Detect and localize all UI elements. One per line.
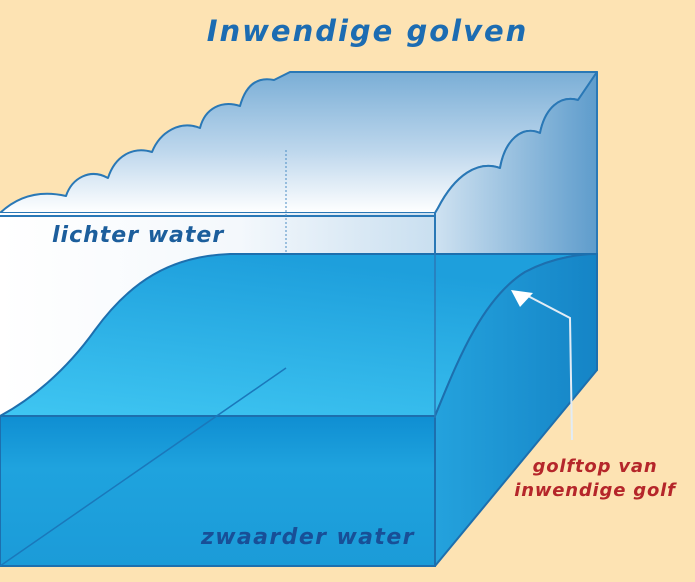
heavier-water-label: zwaarder water [201, 525, 415, 550]
heavy-layer-side-face [434, 253, 598, 567]
crest-pointer-arrowhead [511, 290, 533, 307]
heavy-layer-front-face [0, 415, 436, 567]
inner-edge-diagonal [0, 367, 287, 567]
page-title: Inwendige golven [206, 14, 529, 48]
wave-crest-label-line2: inwendige golf [514, 480, 676, 501]
wave-crest-label-line1: golftop van [532, 456, 658, 477]
crest-pointer-line [527, 295, 573, 441]
lighter-water-label: lichter water [52, 223, 225, 248]
wave-crest-annotation: golftop van inwendige golf [505, 455, 685, 503]
